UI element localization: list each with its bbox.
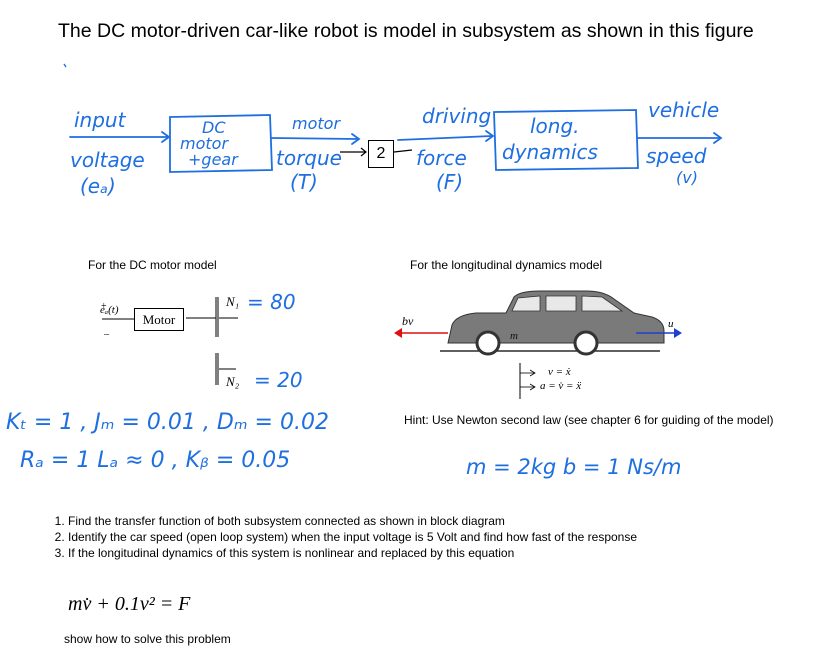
torque-label: torque (276, 146, 342, 170)
motor-params-line1: Kₜ = 1 , Jₘ = 0.01 , Dₘ = 0.02 (6, 410, 329, 435)
page-title: The DC motor-driven car-like robot is mo… (58, 20, 754, 42)
question-item: Find the transfer function of both subsy… (68, 514, 648, 529)
bv-label: bv (402, 314, 414, 328)
speed-symbol: (v) (676, 168, 698, 187)
ea-label: (eₐ) (80, 174, 116, 198)
motor-block-label: motor (180, 134, 229, 153)
acceleration-eq: a = v̇ = ẍ (540, 380, 582, 392)
question-list: Find the transfer function of both subsy… (40, 514, 648, 562)
n2-value: = 20 (254, 368, 303, 392)
n1-value: = 80 (247, 290, 296, 314)
long-model-caption: For the longitudinal dynamics model (410, 258, 603, 272)
dynamics-block-label: dynamics (502, 140, 598, 164)
block-2: 2 (368, 140, 394, 168)
question-item: Identify the car speed (open loop system… (68, 530, 648, 545)
question-item: If the longitudinal dynamics of this sys… (68, 546, 648, 561)
speed-label: speed (646, 144, 707, 168)
hint-text: Hint: Use Newton second law (see chapter… (404, 413, 774, 427)
u-label: u (668, 318, 674, 330)
torque-symbol: (T) (290, 170, 318, 194)
vehicle-label: vehicle (648, 98, 720, 122)
n2-label: N₂ (226, 374, 240, 389)
velocity-eq: v = ẋ (548, 366, 571, 378)
car-diagram (394, 290, 682, 399)
voltage-label: voltage (70, 148, 145, 172)
footer-text: show how to solve this problem (64, 632, 231, 646)
long-block-label: long. (530, 114, 580, 138)
svg-text:+: + (101, 301, 107, 312)
driving-label: driving (422, 104, 492, 128)
long-params: m = 2kg b = 1 Ns/m (466, 455, 682, 479)
force-label: force (416, 146, 467, 170)
motor-model-caption: For the DC motor model (88, 258, 217, 272)
mass-label: m (510, 330, 518, 342)
svg-text:–: – (103, 329, 110, 340)
n1-label: N₁ (226, 294, 240, 309)
gear-block-label: +gear (188, 150, 238, 169)
nonlinear-equation: mv̇ + 0.1v² = F (68, 593, 191, 615)
input-label: input (74, 108, 126, 132)
dc-motor-block (169, 114, 273, 173)
motor-output-label: motor (292, 114, 341, 133)
motor-params-line2: Rₐ = 1 Lₐ ≈ 0 , Kᵦ = 0.05 (20, 448, 291, 473)
ea-t-label: eₐ(t) (100, 304, 119, 316)
dc-block-label: DC (202, 118, 226, 137)
motor-box: Motor (134, 308, 184, 331)
force-symbol: (F) (436, 170, 464, 194)
gear-train-diagram: + – (101, 297, 238, 385)
long-dynamics-block (493, 109, 639, 171)
